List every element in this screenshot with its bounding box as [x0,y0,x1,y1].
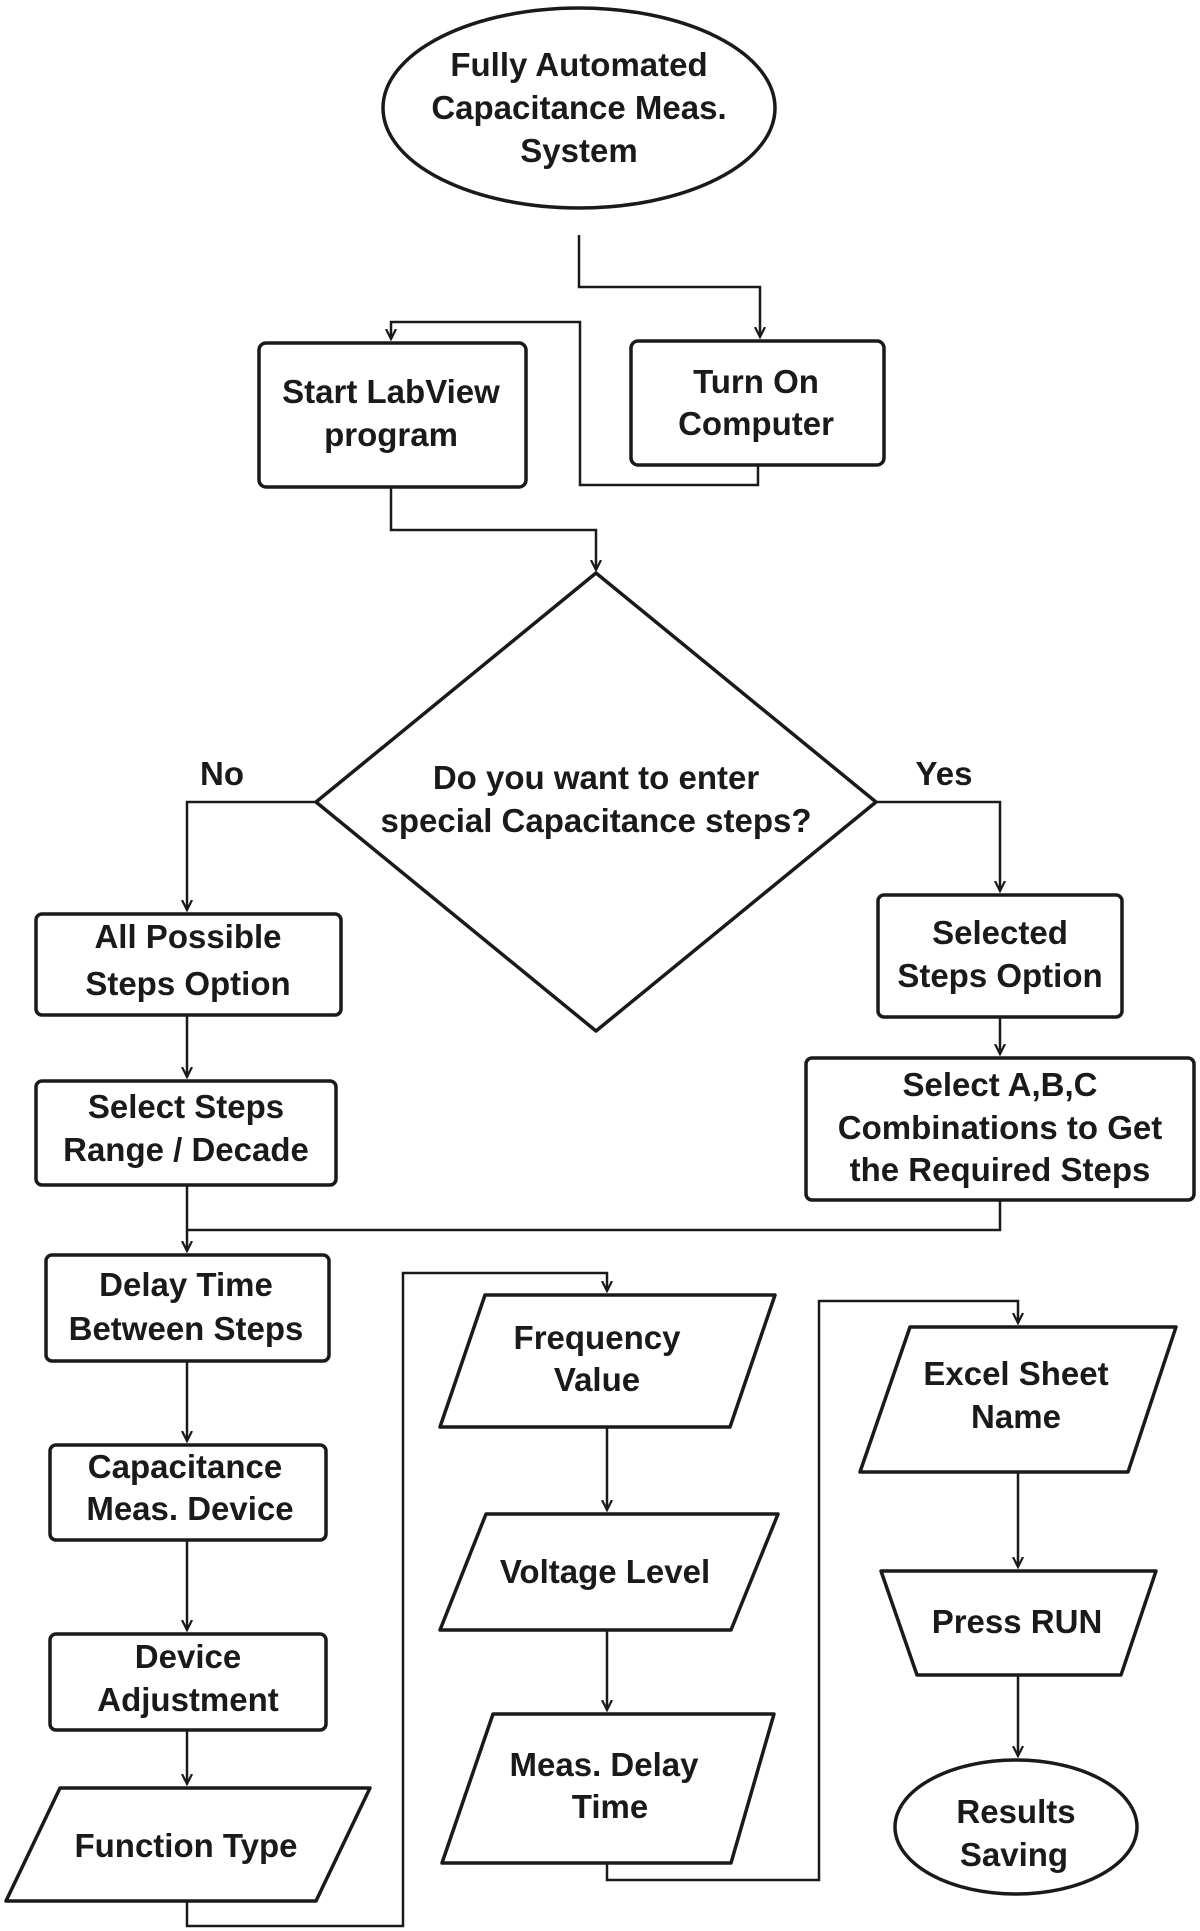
labview-box [257,341,528,489]
combinations-label-3: the Required Steps [850,1151,1151,1188]
arrow-decision-no [187,800,316,910]
frequency-parallelogram [438,1293,777,1429]
decision-diamond [314,571,878,1033]
meas-delay-label-1: Meas. Delay [510,1746,700,1783]
excel-label-1: Excel Sheet [923,1355,1108,1392]
results-label-1: Results [956,1793,1075,1830]
results-ellipse [893,1758,1139,1896]
start-label-2: Capacitance Meas. [431,89,726,126]
function-parallelogram [4,1786,372,1903]
computer-node: Turn On Computer [629,339,886,467]
selected-steps-node: Selected Steps Option [876,893,1124,1019]
results-label-2: Saving [960,1836,1068,1873]
all-steps-box [34,912,343,1017]
start-label-3: System [520,132,637,169]
computer-label-1: Turn On [693,363,819,400]
device-label-1: Capacitance [88,1448,282,1485]
delay-box [44,1253,331,1363]
voltage-label-1: Voltage Level [500,1553,710,1590]
run-node: Press RUN [879,1569,1158,1677]
computer-box [629,339,886,467]
start-ellipse [381,6,777,210]
voltage-node: Voltage Level [438,1512,780,1632]
selected-steps-box [876,893,1124,1019]
combinations-box [804,1056,1196,1202]
delay-label-1: Delay Time [99,1266,273,1303]
frequency-node: Frequency Value [438,1293,777,1429]
device-node: Capacitance Meas. Device [48,1443,328,1542]
run-trapezoid [879,1569,1158,1677]
start-label-1: Fully Automated [450,46,707,83]
frequency-label-2: Value [554,1361,640,1398]
start-node: Fully Automated Capacitance Meas. System [381,6,777,210]
device-label-2: Meas. Device [86,1490,293,1527]
computer-label-2: Computer [678,405,834,442]
run-label-1: Press RUN [932,1603,1103,1640]
excel-parallelogram [858,1325,1178,1474]
meas-delay-label-2: Time [572,1788,648,1825]
combinations-label-2: Combinations to Get [838,1109,1163,1146]
range-node: Select Steps Range / Decade [34,1079,338,1187]
range-label-2: Range / Decade [63,1131,309,1168]
delay-node: Delay Time Between Steps [44,1253,331,1363]
arrow-computer-to-labview [391,320,760,487]
labview-node: Start LabView program [257,341,528,489]
adjust-label-2: Adjustment [97,1681,279,1718]
decision-label-1: Do you want to enter [433,759,760,796]
all-steps-label-1: All Possible [94,918,281,955]
function-node: Function Type [4,1786,372,1903]
arrow-function-to-frequency [185,1271,607,1928]
selected-steps-label-2: Steps Option [897,957,1102,994]
results-node: Results Saving [893,1758,1139,1896]
combinations-label-1: Select A,B,C [902,1066,1097,1103]
combinations-node: Select A,B,C Combinations to Get the Req… [804,1056,1196,1202]
device-box [48,1443,328,1542]
connectors [185,235,1018,1928]
adjust-label-1: Device [135,1638,241,1675]
delay-label-2: Between Steps [69,1310,304,1347]
arrow-combinations-merge [187,1200,1002,1232]
function-label-1: Function Type [74,1827,297,1864]
arrow-labview-to-decision [389,487,596,570]
range-box [34,1079,338,1187]
range-label-1: Select Steps [88,1088,284,1125]
labview-label-1: Start LabView [282,373,500,410]
meas-delay-parallelogram [440,1712,776,1865]
frequency-label-1: Frequency [514,1319,682,1356]
labview-label-2: program [324,416,458,453]
decision-label-2: special Capacitance steps? [380,802,811,839]
excel-node: Excel Sheet Name [858,1325,1178,1474]
all-steps-label-2: Steps Option [85,965,290,1002]
arrow-measdelay-to-excel [605,1299,1018,1882]
adjust-node: Device Adjustment [48,1632,328,1732]
selected-steps-label-1: Selected [932,914,1068,951]
arrow-start-to-computer [577,235,760,337]
voltage-parallelogram [438,1512,780,1632]
meas-delay-node: Meas. Delay Time [440,1712,776,1865]
decision-node: Do you want to enter special Capacitance… [314,571,878,1033]
branch-no-label: No [200,755,244,792]
branch-yes-label: Yes [916,755,973,792]
excel-label-2: Name [971,1398,1061,1435]
arrow-decision-yes [876,800,1000,891]
adjust-box [48,1632,328,1732]
all-steps-node: All Possible Steps Option [34,912,343,1017]
